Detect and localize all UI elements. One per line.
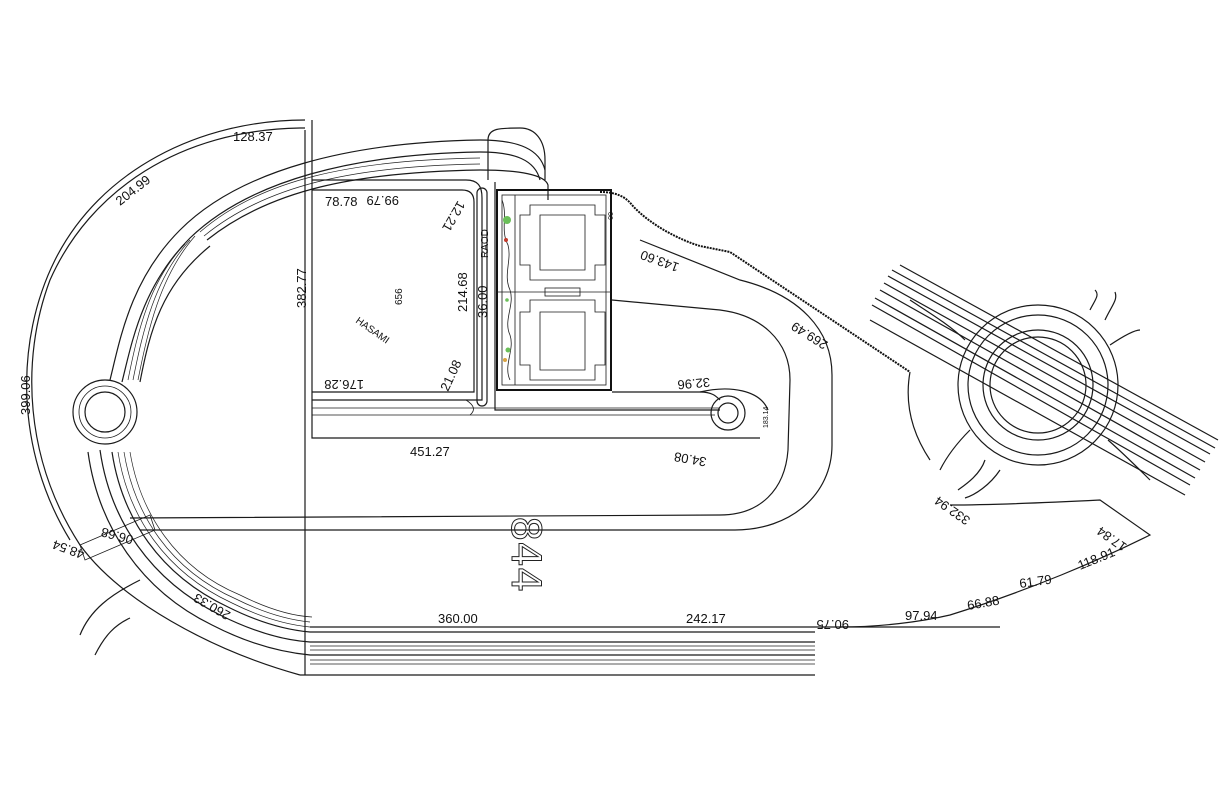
dim-61-79: 61.79 [1018,572,1052,591]
dim-90-75: 90.75 [816,617,849,632]
parcel-656 [311,120,760,439]
dim-214-68: 214.68 [455,272,470,312]
dim-48-54: 48.54 [51,537,87,562]
right-interchange [839,264,1219,628]
property-line [599,191,931,461]
dim-656: 656 [394,288,405,305]
dim-242-17: 242.17 [686,611,726,626]
dim-451-27: 451.27 [410,444,450,459]
left-roundabout [72,379,138,445]
dim-118-91: 118.91 [1076,544,1118,572]
dim-269-49: 269.49 [789,319,831,353]
outer-boundary [26,119,815,676]
dim-32-96: 32.96 [677,375,711,393]
big-label-844: 844 [502,516,548,592]
dim-97-94: 97.94 [905,608,938,623]
dim-12-21: 12.21 [439,199,468,235]
dim-399-06: 399.06 [18,375,33,415]
label-raod: RAOD [480,229,491,258]
dim-78-78: 78.78 [325,194,358,209]
dimensions: 128.37 204.99 399.06 382.77 78.78 99.79 … [18,129,1129,632]
dim-36-00: 36.00 [475,285,490,318]
dim-143-60: 143.60 [638,247,680,275]
dim-99-79: 99.79 [366,193,399,208]
lower-left-curve [79,130,306,675]
dim-176-28: 176.28 [324,377,364,392]
left-annotation-box [79,514,156,561]
dim-260-33: 260.33 [191,590,233,623]
dim-06: 06 [606,212,613,220]
loop-road [87,139,1000,665]
label-hasami: HASAMI [353,315,391,346]
dim-183-14: 183.14 [763,406,770,428]
dim-66-88: 66.88 [966,593,1001,613]
dim-382-77: 382.77 [294,268,309,308]
raod-strip [476,127,720,411]
dim-128-37: 128.37 [233,129,273,144]
dim-360-00: 360.00 [438,611,478,626]
dim-06-68: 06.68 [99,524,134,547]
inner-street [129,239,833,531]
building-block [496,189,612,391]
cul-de-sac [612,388,769,431]
dim-21-08: 21.08 [437,357,464,393]
dim-34-08: 34.08 [673,449,708,469]
dim-332-94: 332.94 [932,493,973,528]
